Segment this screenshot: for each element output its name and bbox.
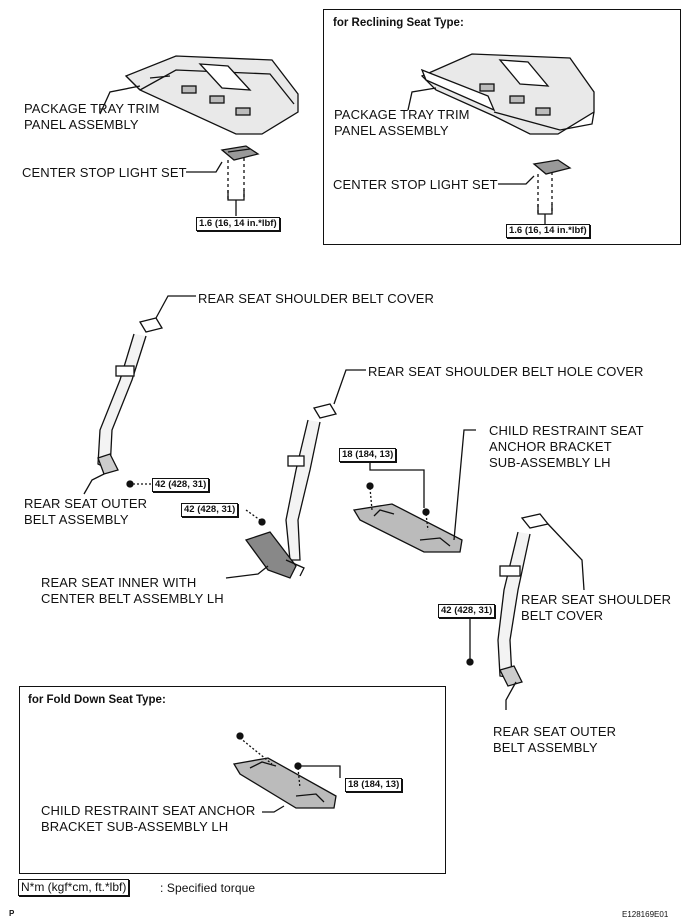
label-center-stop-light-2: CENTER STOP LIGHT SET	[333, 177, 498, 192]
torque-spec-4: 42 (428, 31)	[181, 503, 239, 517]
outer-belt-drawing-2	[497, 513, 550, 687]
torque-spec-2: 1.6 (16, 14 in.*lbf)	[506, 224, 590, 238]
package-tray-drawing-1	[124, 55, 299, 135]
outer-belt-drawing-1	[97, 317, 164, 475]
torque-spec-5: 18 (184, 13)	[339, 448, 397, 462]
stop-light-drawing-1	[220, 145, 260, 161]
label-shoulder-belt-cover-1: REAR SEAT SHOULDER BELT COVER	[198, 291, 434, 306]
reclining-seat-box	[323, 9, 681, 245]
label-outer-belt-1: REAR SEAT OUTER BELT ASSEMBLY	[24, 496, 148, 527]
figure-code: E128169E01	[622, 910, 669, 919]
torque-spec-7: 18 (184, 13)	[345, 778, 403, 792]
child-anchor-drawing	[352, 503, 463, 553]
footer-left-mark: P	[9, 909, 15, 918]
label-inner-belt: REAR SEAT INNER WITH CENTER BELT ASSEMBL…	[41, 575, 224, 606]
torque-spec-1: 1.6 (16, 14 in.*lbf)	[196, 217, 280, 231]
stop-light-drawing-2	[532, 159, 572, 175]
fold-anchor-drawing	[232, 757, 337, 809]
label-package-tray-1: PACKAGE TRAY TRIM PANEL ASSEMBLY	[24, 101, 160, 132]
label-child-anchor-lh: CHILD RESTRAINT SEAT ANCHOR BRACKET SUB-…	[489, 423, 644, 470]
label-center-stop-light-1: CENTER STOP LIGHT SET	[22, 165, 187, 180]
label-package-tray-2: PACKAGE TRAY TRIM PANEL ASSEMBLY	[334, 107, 470, 138]
fold-down-seat-title: for Fold Down Seat Type:	[28, 694, 166, 706]
package-tray-drawing-2	[420, 53, 595, 135]
fold-down-seat-box	[19, 686, 446, 874]
legend-text: : Specified torque	[160, 881, 256, 895]
inner-belt-drawing	[244, 403, 338, 579]
label-shoulder-belt-hole-cover: REAR SEAT SHOULDER BELT HOLE COVER	[368, 364, 644, 379]
label-outer-belt-2: REAR SEAT OUTER BELT ASSEMBLY	[493, 724, 617, 755]
reclining-seat-title: for Reclining Seat Type:	[333, 17, 464, 29]
legend-unit-box: N*m (kgf*cm, ft.*lbf)	[18, 879, 130, 896]
label-shoulder-belt-cover-2: REAR SEAT SHOULDER BELT COVER	[521, 592, 672, 623]
torque-spec-6: 42 (428, 31)	[438, 604, 496, 618]
label-child-anchor-fold: CHILD RESTRAINT SEAT ANCHOR BRACKET SUB-…	[41, 803, 256, 834]
torque-spec-3: 42 (428, 31)	[152, 478, 210, 492]
